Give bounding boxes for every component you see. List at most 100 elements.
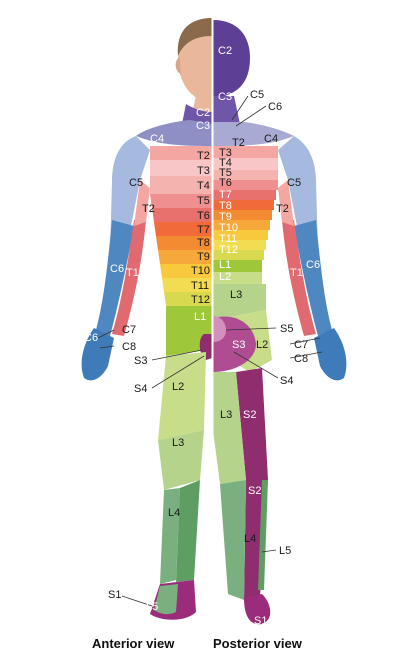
label-post-t2-arm: T2 bbox=[276, 203, 289, 215]
label-ant-t1: T1 bbox=[126, 267, 139, 279]
anterior-ear bbox=[175, 58, 181, 74]
leader-s3-anterior bbox=[151, 349, 203, 361]
anterior-c6-arm bbox=[96, 220, 134, 336]
anterior-t5-band bbox=[150, 194, 212, 208]
posterior-t6-band bbox=[213, 190, 276, 200]
label-post-t1: T1 bbox=[290, 267, 303, 279]
posterior-view-caption: Posterior view bbox=[213, 636, 302, 651]
label-ant-t12: T12 bbox=[191, 294, 210, 306]
label-post-t5: T5 bbox=[219, 167, 232, 179]
label-post-l2: L2 bbox=[219, 271, 231, 283]
leader-c8-posterior bbox=[289, 351, 323, 359]
label-post-s1: S1 bbox=[254, 615, 267, 627]
label-post-c5-top: C5 bbox=[250, 89, 264, 101]
leader-lines bbox=[97, 95, 323, 607]
posterior-t5-band bbox=[213, 180, 278, 190]
label-ant-l2: L2 bbox=[172, 381, 184, 393]
label-ant-c6-hand: C6 bbox=[84, 332, 98, 344]
anterior-l2-thigh bbox=[158, 352, 206, 440]
anterior-t2-arm bbox=[134, 180, 150, 226]
label-ant-l1: L1 bbox=[194, 311, 206, 323]
posterior-t12-band bbox=[213, 250, 264, 260]
posterior-body bbox=[213, 20, 347, 625]
posterior-l3-thigh bbox=[213, 372, 246, 484]
label-post-c3: C3 bbox=[218, 91, 232, 103]
leader-c6-top bbox=[235, 105, 267, 127]
label-post-c5: C5 bbox=[287, 177, 301, 189]
anterior-foot-l5 bbox=[154, 584, 178, 615]
label-ant-c4: C4 bbox=[150, 133, 164, 145]
label-post-c8: C8 bbox=[294, 353, 308, 365]
label-post-c2: C2 bbox=[218, 45, 232, 57]
label-post-c6: C6 bbox=[306, 259, 320, 271]
anterior-t6-band bbox=[152, 208, 212, 222]
leader-c8-anterior bbox=[99, 345, 115, 349]
label-post-c7: C7 bbox=[294, 339, 308, 351]
posterior-t4-band bbox=[213, 170, 278, 180]
label-ant-s3: S3 bbox=[134, 355, 147, 367]
posterior-l2-band bbox=[213, 272, 262, 284]
label-post-l2-buttock: L2 bbox=[256, 339, 268, 351]
anterior-t4-band bbox=[150, 176, 212, 194]
leader-c7-anterior bbox=[97, 329, 115, 339]
leader-s1-anterior bbox=[121, 595, 153, 607]
label-ant-t7: T7 bbox=[197, 224, 210, 236]
label-post-t8: T8 bbox=[219, 200, 232, 212]
label-post-l5: L5 bbox=[279, 545, 291, 557]
label-ant-l3: L3 bbox=[172, 437, 184, 449]
anterior-body bbox=[81, 18, 212, 620]
posterior-t9-band bbox=[213, 220, 270, 230]
posterior-t2-arm bbox=[278, 180, 294, 226]
anterior-labels: C4 C5 T2 C6 T1 C6 C7 C8 T2 T3 T4 T5 T6 T… bbox=[84, 133, 210, 613]
label-ant-t10: T10 bbox=[191, 265, 210, 277]
label-post-s5: S5 bbox=[280, 323, 293, 335]
label-post-s3: S3 bbox=[232, 339, 245, 351]
label-post-c2-neck: C2 bbox=[196, 107, 210, 119]
anterior-l3-region bbox=[158, 430, 204, 490]
label-post-t12: T12 bbox=[219, 244, 238, 256]
anterior-view-caption: Anterior view bbox=[92, 636, 175, 651]
label-post-s2: S2 bbox=[243, 409, 256, 421]
anterior-l5-leg bbox=[160, 488, 180, 584]
label-ant-s4: S4 bbox=[134, 383, 147, 395]
label-ant-l5: L5 bbox=[150, 489, 162, 501]
posterior-hand bbox=[314, 328, 347, 381]
anterior-t9-band bbox=[158, 250, 212, 264]
label-post-t11: T11 bbox=[219, 233, 237, 245]
posterior-t10-band bbox=[213, 230, 268, 240]
posterior-head-c2 bbox=[213, 20, 250, 98]
label-post-l4: L4 bbox=[244, 533, 256, 545]
anterior-t3-band bbox=[150, 160, 212, 176]
anterior-t12-band bbox=[164, 292, 212, 306]
posterior-l4-leg bbox=[258, 480, 268, 590]
posterior-c6-arm bbox=[294, 220, 332, 336]
label-post-c3-neck: C3 bbox=[196, 120, 210, 132]
anterior-t11-band bbox=[162, 278, 212, 292]
leader-s5-posterior bbox=[225, 327, 277, 331]
label-post-t2: T2 bbox=[232, 137, 245, 149]
posterior-labels: C2 C3 C2 C3 C5 C6 C4 T2 T3 T4 T5 T6 T7 T… bbox=[196, 45, 320, 627]
label-ant-t2-arm: T2 bbox=[142, 203, 155, 215]
posterior-t11-band bbox=[213, 240, 266, 250]
posterior-foot-s1 bbox=[244, 594, 271, 625]
label-ant-t2: T2 bbox=[197, 150, 210, 162]
posterior-l1-band bbox=[213, 260, 262, 272]
label-post-t10: T10 bbox=[219, 222, 238, 234]
label-ant-t3: T3 bbox=[197, 165, 210, 177]
anterior-t2-band bbox=[150, 146, 212, 160]
leader-s4-anterior bbox=[151, 355, 205, 389]
label-ant-l5-foot: L5 bbox=[146, 601, 158, 613]
label-post-l3: L3 bbox=[230, 289, 242, 301]
label-post-t6: T6 bbox=[219, 177, 232, 189]
posterior-t8-band bbox=[213, 210, 272, 220]
label-ant-t5: T5 bbox=[197, 195, 210, 207]
leader-s4-posterior bbox=[233, 351, 279, 379]
label-post-l3-thigh: L3 bbox=[220, 409, 232, 421]
posterior-c4-region bbox=[213, 122, 294, 146]
posterior-l5-leg bbox=[220, 480, 246, 600]
label-post-s4: S4 bbox=[280, 375, 293, 387]
label-ant-t4: T4 bbox=[197, 180, 210, 192]
anterior-t1-arm bbox=[112, 220, 146, 336]
posterior-t1-arm bbox=[282, 220, 316, 336]
